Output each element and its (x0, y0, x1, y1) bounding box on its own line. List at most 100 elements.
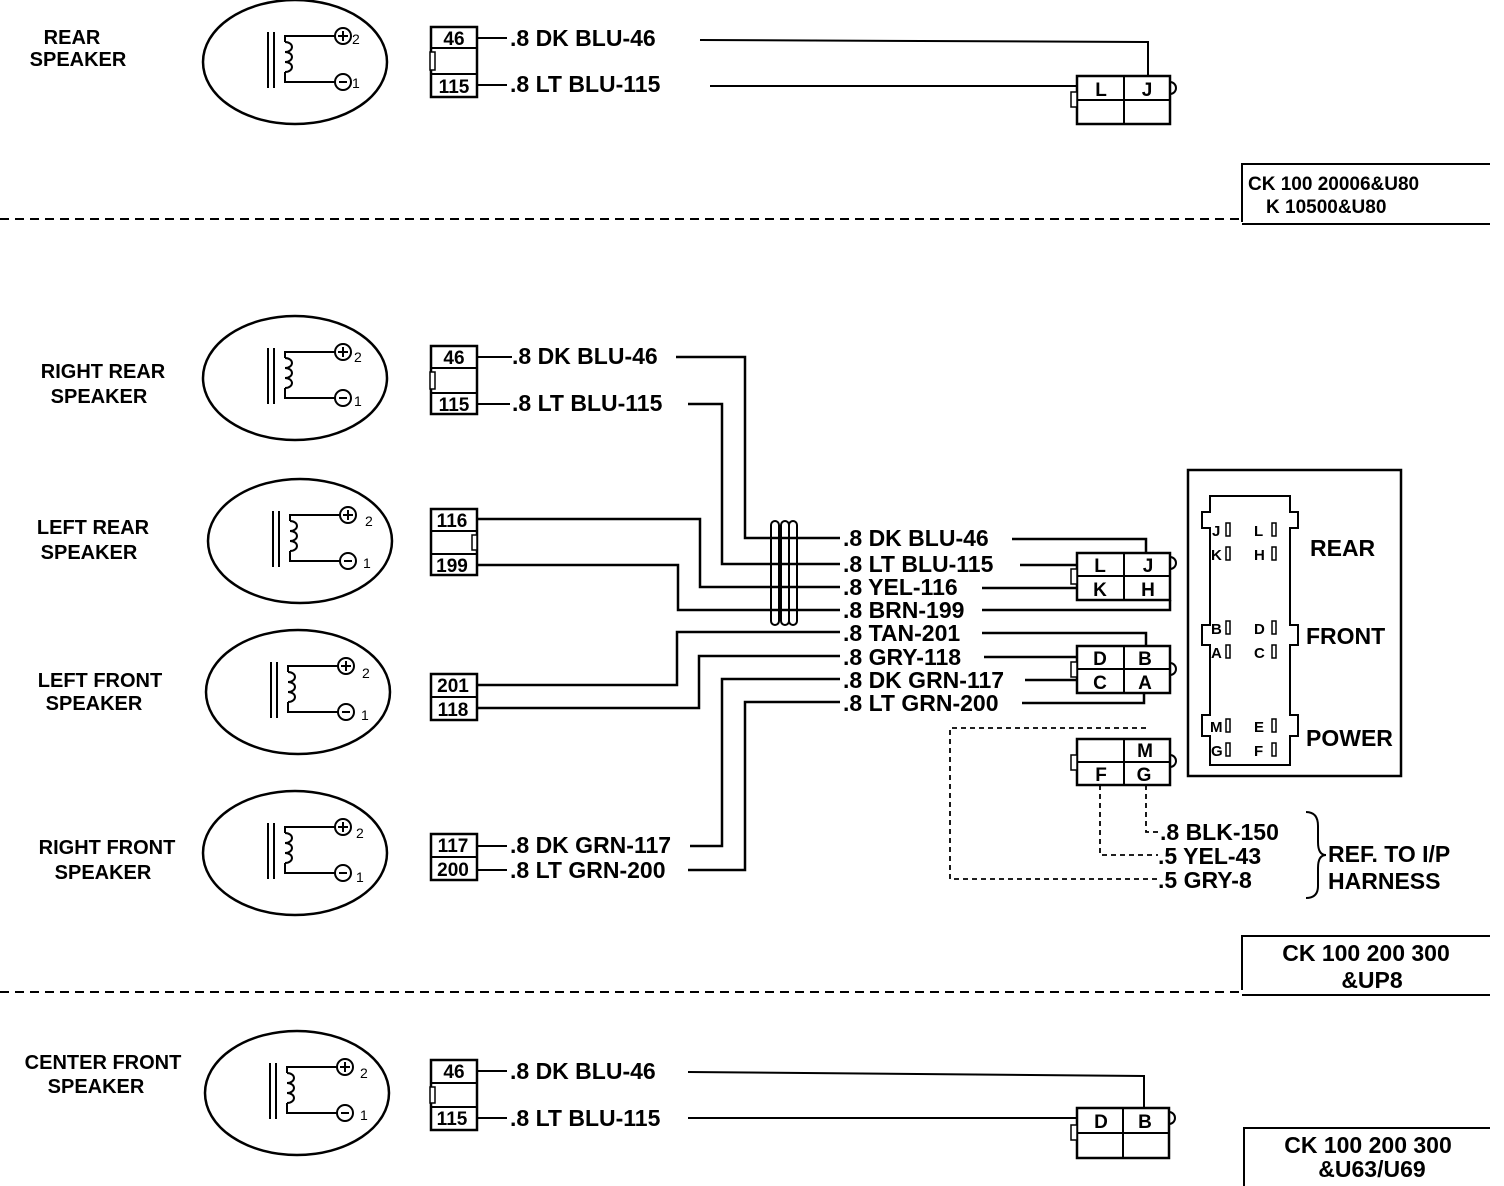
wire-label: .8 LT GRN-200 (843, 690, 999, 716)
pin-label: C (1093, 673, 1107, 694)
pin-label: A (1138, 673, 1152, 694)
pin-label: E (1254, 719, 1264, 736)
wire-routing (477, 355, 1172, 872)
wire-label: .5 GRY-8 (1158, 867, 1252, 893)
option-code-line2: K 10500&U80 (1266, 197, 1386, 218)
terminal-number: 201 (437, 676, 469, 697)
plus-pin-number: 2 (362, 665, 370, 681)
connector-power: M F G (1070, 737, 1177, 787)
speaker-label-line1: CENTER FRONT (25, 1052, 182, 1074)
plus-pin-number: 2 (365, 513, 373, 529)
wire-label: .8 LT BLU-115 (843, 551, 994, 577)
radio-group-label: REAR (1310, 535, 1376, 561)
speaker-label-line1: RIGHT FRONT (39, 837, 176, 859)
terminal-number: 199 (436, 556, 468, 577)
minus-pin-number: 1 (356, 869, 364, 885)
terminal-number: 116 (437, 511, 468, 532)
terminal-block: 201 118 (429, 672, 479, 722)
speaker-label-line1: LEFT FRONT (38, 670, 162, 692)
pin-label: D (1254, 621, 1265, 638)
pin-label: G (1137, 765, 1152, 786)
speaker-label-line2: SPEAKER (48, 1076, 145, 1098)
pin-label: H (1141, 580, 1155, 601)
speaker-icon (206, 477, 394, 605)
minus-pin-number: 1 (360, 1107, 368, 1123)
reference-label: REF. TO I/P (1328, 841, 1450, 867)
pin-label: G (1211, 743, 1223, 760)
speaker-label-line2: SPEAKER (51, 386, 148, 408)
speaker-icon (201, 314, 389, 442)
radio-group-label: POWER (1306, 725, 1393, 751)
plus-pin-number: 2 (356, 825, 364, 841)
terminal-46: 46 (443, 1062, 464, 1083)
speaker-label-line2: SPEAKER (55, 862, 152, 884)
speaker-icon (201, 0, 389, 126)
speaker-label-line1: RIGHT REAR (41, 361, 166, 383)
wire-label: .8 BRN-199 (843, 597, 964, 623)
pin-label: B (1211, 621, 1222, 638)
pin-label: B (1138, 649, 1152, 670)
wire-label: .8 DK BLU-46 (843, 525, 989, 551)
wire-label: .8 DK GRN-117 (843, 667, 1004, 693)
terminal-block: 116 199 (429, 507, 479, 577)
minus-pin-number: 1 (361, 707, 369, 723)
pin-label: K (1211, 547, 1222, 564)
speaker-label-line1: REAR (44, 27, 101, 49)
connector-center: D B (1070, 1106, 1176, 1160)
pin-label: J (1143, 556, 1154, 577)
terminal-115: 115 (439, 77, 470, 98)
connector-front: D B C A (1070, 644, 1177, 695)
speaker-label-line2: SPEAKER (30, 49, 127, 71)
pin-label: B (1138, 1112, 1152, 1133)
wire-label: .8 DK BLU-46 (512, 343, 658, 369)
reference-label: HARNESS (1328, 868, 1440, 894)
rear-speaker-section: REAR SPEAKER 2 1 46 115 .8 DK BLU-46 .8 … (30, 0, 1490, 225)
pin-label: D (1094, 1112, 1108, 1133)
minus-pin-number: 1 (352, 75, 360, 91)
speaker-label-line2: SPEAKER (46, 693, 143, 715)
radio-connector-face: J K L H B A D C M G E (1186, 468, 1403, 778)
minus-pin-number: 1 (354, 393, 362, 409)
wire-label: .8 TAN-201 (843, 620, 960, 646)
plus-pin-number: 2 (354, 349, 362, 365)
pin-label: F (1254, 743, 1263, 760)
pin-label: L (1254, 523, 1263, 540)
terminal-number: 118 (438, 700, 469, 721)
pin-label: H (1254, 547, 1265, 564)
main-speaker-section: RIGHT REAR SPEAKER 2 1 LEFT REAR SPEAKER… (37, 314, 1490, 996)
terminal-number: 46 (443, 348, 464, 369)
wire-label: .8 GRY-118 (843, 644, 961, 670)
ip-harness-wires (949, 727, 1160, 880)
wire-label: .8 DK BLU-46 (510, 25, 656, 51)
speaker-icon (204, 628, 392, 756)
radio-group-label: FRONT (1306, 623, 1385, 649)
option-code-line1: CK 100 200 300 (1282, 940, 1450, 966)
minus-pin-number: 1 (363, 555, 371, 571)
pin-label: K (1093, 580, 1107, 601)
wire-label: .8 LT GRN-200 (510, 857, 666, 883)
wire-label: .8 BLK-150 (1160, 819, 1279, 845)
bracket (1305, 811, 1327, 899)
pin-label: J (1142, 80, 1153, 101)
wire-label: .8 LT BLU-115 (510, 71, 661, 97)
pin-label: D (1093, 649, 1107, 670)
terminal-115: 115 (437, 1109, 468, 1130)
wire-label: .8 DK BLU-46 (510, 1058, 656, 1084)
speaker-icon (203, 1029, 391, 1157)
speaker-icon (201, 789, 389, 917)
wire-label: .5 YEL-43 (1158, 843, 1261, 869)
wire-label: .8 LT BLU-115 (512, 390, 663, 416)
speaker-label-line1: LEFT REAR (37, 517, 150, 539)
wire-label: .8 YEL-116 (843, 574, 958, 600)
pin-label: A (1211, 645, 1222, 662)
terminal-block: 46 115 (429, 344, 479, 416)
plus-pin-number: 2 (352, 31, 360, 47)
pin-label: L (1094, 556, 1106, 577)
pin-label: L (1095, 80, 1107, 101)
terminal-46: 46 (443, 29, 464, 50)
center-speaker-section: CENTER FRONT SPEAKER 2 1 46 115 .8 DK BL… (25, 1029, 1490, 1186)
option-code-line1: CK 100 20006&U80 (1248, 174, 1419, 195)
connector-rear: L J K H (1070, 551, 1177, 602)
speaker-label-line2: SPEAKER (41, 542, 138, 564)
